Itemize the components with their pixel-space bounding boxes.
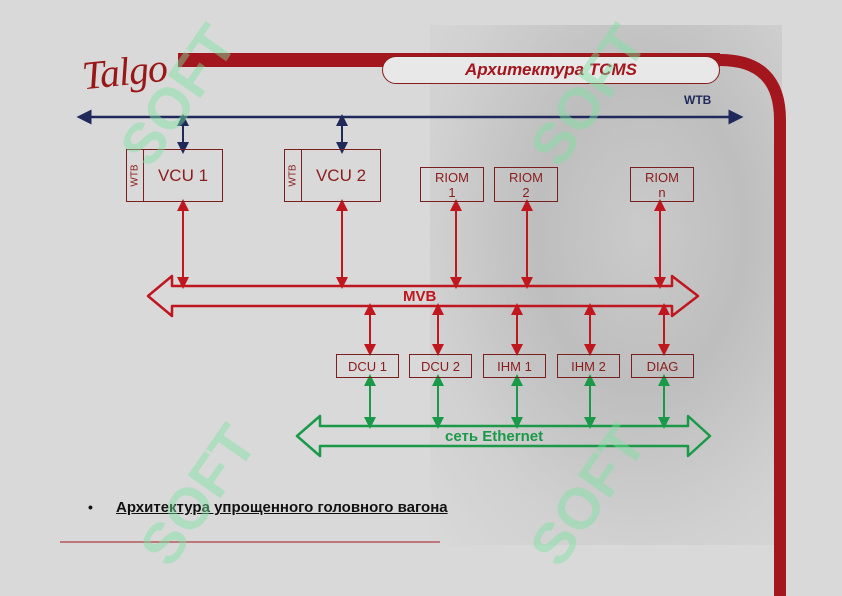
riom-1-label: RIOM <box>435 169 469 185</box>
diag: DIAG <box>631 354 694 378</box>
dcu-1: DCU 1 <box>336 354 399 378</box>
dcu-2: DCU 2 <box>409 354 472 378</box>
vcu-2: VCU 2 <box>301 149 381 202</box>
ihm-2: IHM 2 <box>557 354 620 378</box>
riom-n-label: RIOM <box>645 169 679 185</box>
ethernet-label: сеть Ethernet <box>445 428 544 445</box>
vcu-1: VCU 1 <box>143 149 223 202</box>
riom-2: RIOM 2 <box>494 167 558 202</box>
bullet-marker: • <box>88 499 93 515</box>
vcu-1-label: VCU 1 <box>157 165 209 185</box>
riom-1-number: 1 <box>448 184 456 200</box>
page-title-text: Архитектура TCMS <box>465 60 637 79</box>
vcu-2-label: VCU 2 <box>315 165 367 185</box>
riom-2-number: 2 <box>522 184 530 200</box>
riom-n-number: n <box>658 184 666 200</box>
vcu2-wtb-tab: WTB <box>284 149 302 202</box>
riom-2-label: RIOM <box>509 169 543 185</box>
ihm-1: IHM 1 <box>483 354 546 378</box>
vcu1-wtb-tab: WTB <box>126 149 144 202</box>
wtb-label: WTB <box>684 93 712 107</box>
page-title: Архитектура TCMS <box>382 56 720 84</box>
ethernet-bus <box>295 414 712 458</box>
riom-n: RIOM n <box>630 167 694 202</box>
riom-1: RIOM 1 <box>420 167 484 202</box>
mvb-label: MVB <box>403 288 437 305</box>
bullet-text: Архитектура упрощенного головного вагона <box>116 499 448 516</box>
mvb-bus <box>146 274 700 318</box>
